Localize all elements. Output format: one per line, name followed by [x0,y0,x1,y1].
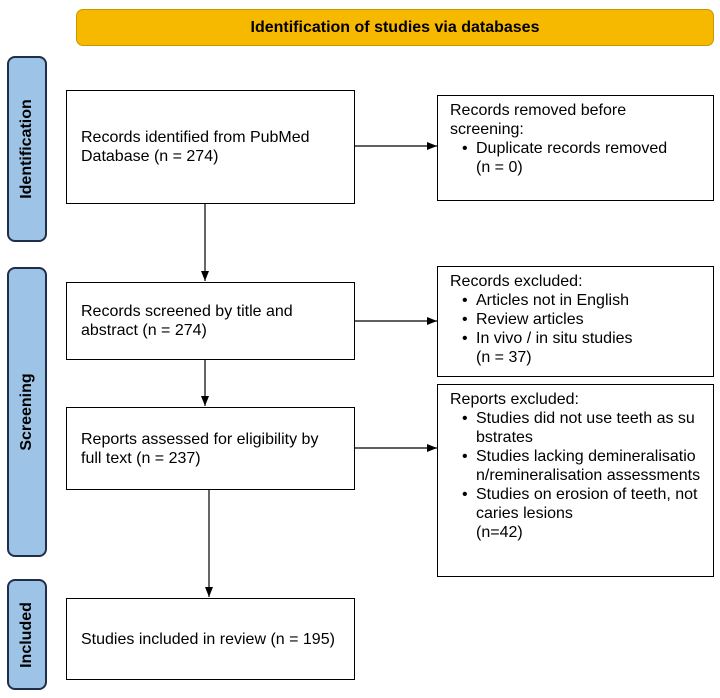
phase-identification: Identification [7,56,47,242]
reports-excluded-count: (n=42) [476,524,523,541]
list-item: Studies lacking demineralisation/reminer… [450,447,701,485]
records-excluded-title: Records excluded: [450,273,583,290]
list-item: Review articles [450,310,701,329]
records-removed-list: Duplicate records removed [450,139,701,158]
list-item: Duplicate records removed [450,139,701,158]
records-excluded-list: Articles not in English Review articles … [450,291,701,348]
records-identified-text: Records identified from PubMed Database … [81,129,310,165]
list-item: In vivo / in situ studies [450,329,701,348]
box-records-screened: Records screened by title and abstract (… [66,282,355,360]
reports-excluded-list: Studies did not use teeth as substrates … [450,409,701,523]
box-records-removed: Records removed before screening: Duplic… [437,95,714,201]
list-item: Studies on erosion of teeth, not caries … [450,485,701,523]
phase-included: Included [7,579,47,690]
box-reports-assessed: Reports assessed for eligibility by full… [66,407,355,490]
phase-screening: Screening [7,267,47,557]
records-excluded-count: (n = 37) [476,349,532,366]
list-item: Studies did not use teeth as substrates [450,409,701,447]
box-records-excluded: Records excluded: Articles not in Englis… [437,266,714,377]
header-banner: Identification of studies via databases [76,9,714,46]
list-item: Articles not in English [450,291,701,310]
box-studies-included: Studies included in review (n = 195) [66,598,355,680]
records-removed-title: Records removed before screening: [450,102,627,138]
records-screened-text: Records screened by title and abstract (… [81,303,293,339]
box-reports-excluded: Reports excluded: Studies did not use te… [437,384,714,577]
records-removed-count: (n = 0) [476,159,523,176]
header-title: Identification of studies via databases [250,18,540,36]
studies-included-text: Studies included in review (n = 195) [81,630,335,648]
reports-excluded-title: Reports excluded: [450,391,579,408]
box-records-identified: Records identified from PubMed Database … [66,90,355,204]
reports-assessed-text: Reports assessed for eligibility by full… [81,430,319,467]
